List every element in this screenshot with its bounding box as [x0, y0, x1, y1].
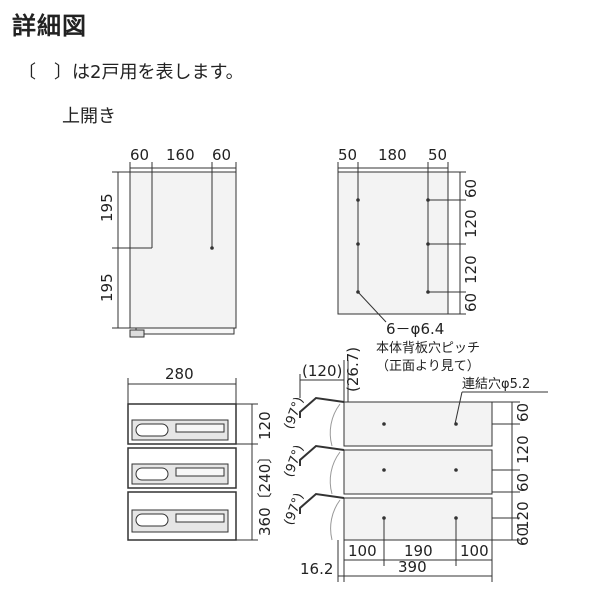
side-unit-1 [343, 401, 493, 447]
side-bottom-total: 390 [398, 558, 427, 576]
hole-desc-line1: 本体背板穴ピッチ [376, 341, 480, 356]
back-hole [356, 290, 360, 294]
front-dim-160: 160 [166, 146, 195, 164]
side-bottom-100-left: 100 [348, 542, 377, 560]
side-hole [382, 468, 386, 472]
section-subtitle: 上開き [62, 106, 116, 127]
front-body [129, 171, 237, 329]
front-dim-195-bottom: 195 [98, 273, 116, 302]
side-dim-26-7: (26.7) [344, 347, 362, 392]
stacked-dim-total-height: 360〔240〕 [256, 449, 274, 536]
connection-hole-label: 連結穴φ5.2 [462, 377, 530, 392]
side-view [299, 360, 548, 582]
front-base [135, 327, 235, 335]
side-bottom-16-2: 16.2 [300, 560, 333, 578]
nameplate-1 [135, 423, 169, 437]
back-dim-50-left: 50 [338, 146, 357, 164]
back-hole [426, 198, 430, 202]
stacked-dim-120: 120 [256, 411, 274, 440]
page-title: 詳細図 [12, 12, 87, 40]
side-holes [382, 422, 458, 520]
slot-2 [175, 467, 225, 477]
back-hole [426, 290, 430, 294]
side-hole [454, 468, 458, 472]
stacked-front-view [127, 378, 258, 541]
back-dim-60-bottom: 60 [462, 293, 480, 312]
side-dim-60-a: 60 [514, 403, 532, 422]
side-bottom-190: 190 [404, 542, 433, 560]
lid-angle-2: (97°) [282, 443, 307, 479]
slot-3 [175, 513, 225, 523]
back-view [337, 162, 466, 323]
side-dim-60-b: 60 [514, 473, 532, 492]
note-text: 〔 〕は2戸用を表します。 [18, 62, 244, 83]
back-holes [356, 198, 430, 294]
back-dim-120-a: 120 [462, 209, 480, 238]
nameplate-2 [135, 467, 169, 481]
front-view [112, 162, 237, 338]
side-dim-120: (120) [302, 362, 342, 380]
back-dim-60-top: 60 [462, 179, 480, 198]
side-hole [454, 516, 458, 520]
side-dim-120-b: 120 [514, 501, 532, 530]
front-dim-60-right: 60 [212, 146, 231, 164]
slot-1 [175, 423, 225, 433]
back-hole [356, 242, 360, 246]
side-hole [382, 422, 386, 426]
side-dim-60-c: 60 [514, 527, 532, 546]
front-hole-right [210, 246, 214, 250]
back-body [337, 171, 449, 315]
front-dim-60-left: 60 [130, 146, 149, 164]
front-dim-195-top: 195 [98, 193, 116, 222]
front-key [129, 329, 145, 338]
side-dim-120-a: 120 [514, 435, 532, 464]
lid-angle-3: (97°) [282, 491, 307, 527]
hole-spec-label: 6－φ6.4 [386, 320, 444, 338]
back-dim-120-b: 120 [462, 255, 480, 284]
side-bottom-100-right: 100 [460, 542, 489, 560]
side-unit-3 [343, 497, 493, 541]
hole-desc-line2: （正面より見て） [376, 359, 480, 374]
side-unit-2 [343, 449, 493, 495]
lid-angle-1: (97°) [282, 395, 307, 431]
back-dim-50-right: 50 [428, 146, 447, 164]
side-hole [382, 516, 386, 520]
back-hole [356, 198, 360, 202]
back-hole [426, 242, 430, 246]
stacked-width-dim: 280 [165, 365, 194, 383]
side-hole [454, 422, 458, 426]
nameplate-3 [135, 513, 169, 527]
back-dim-180: 180 [378, 146, 407, 164]
